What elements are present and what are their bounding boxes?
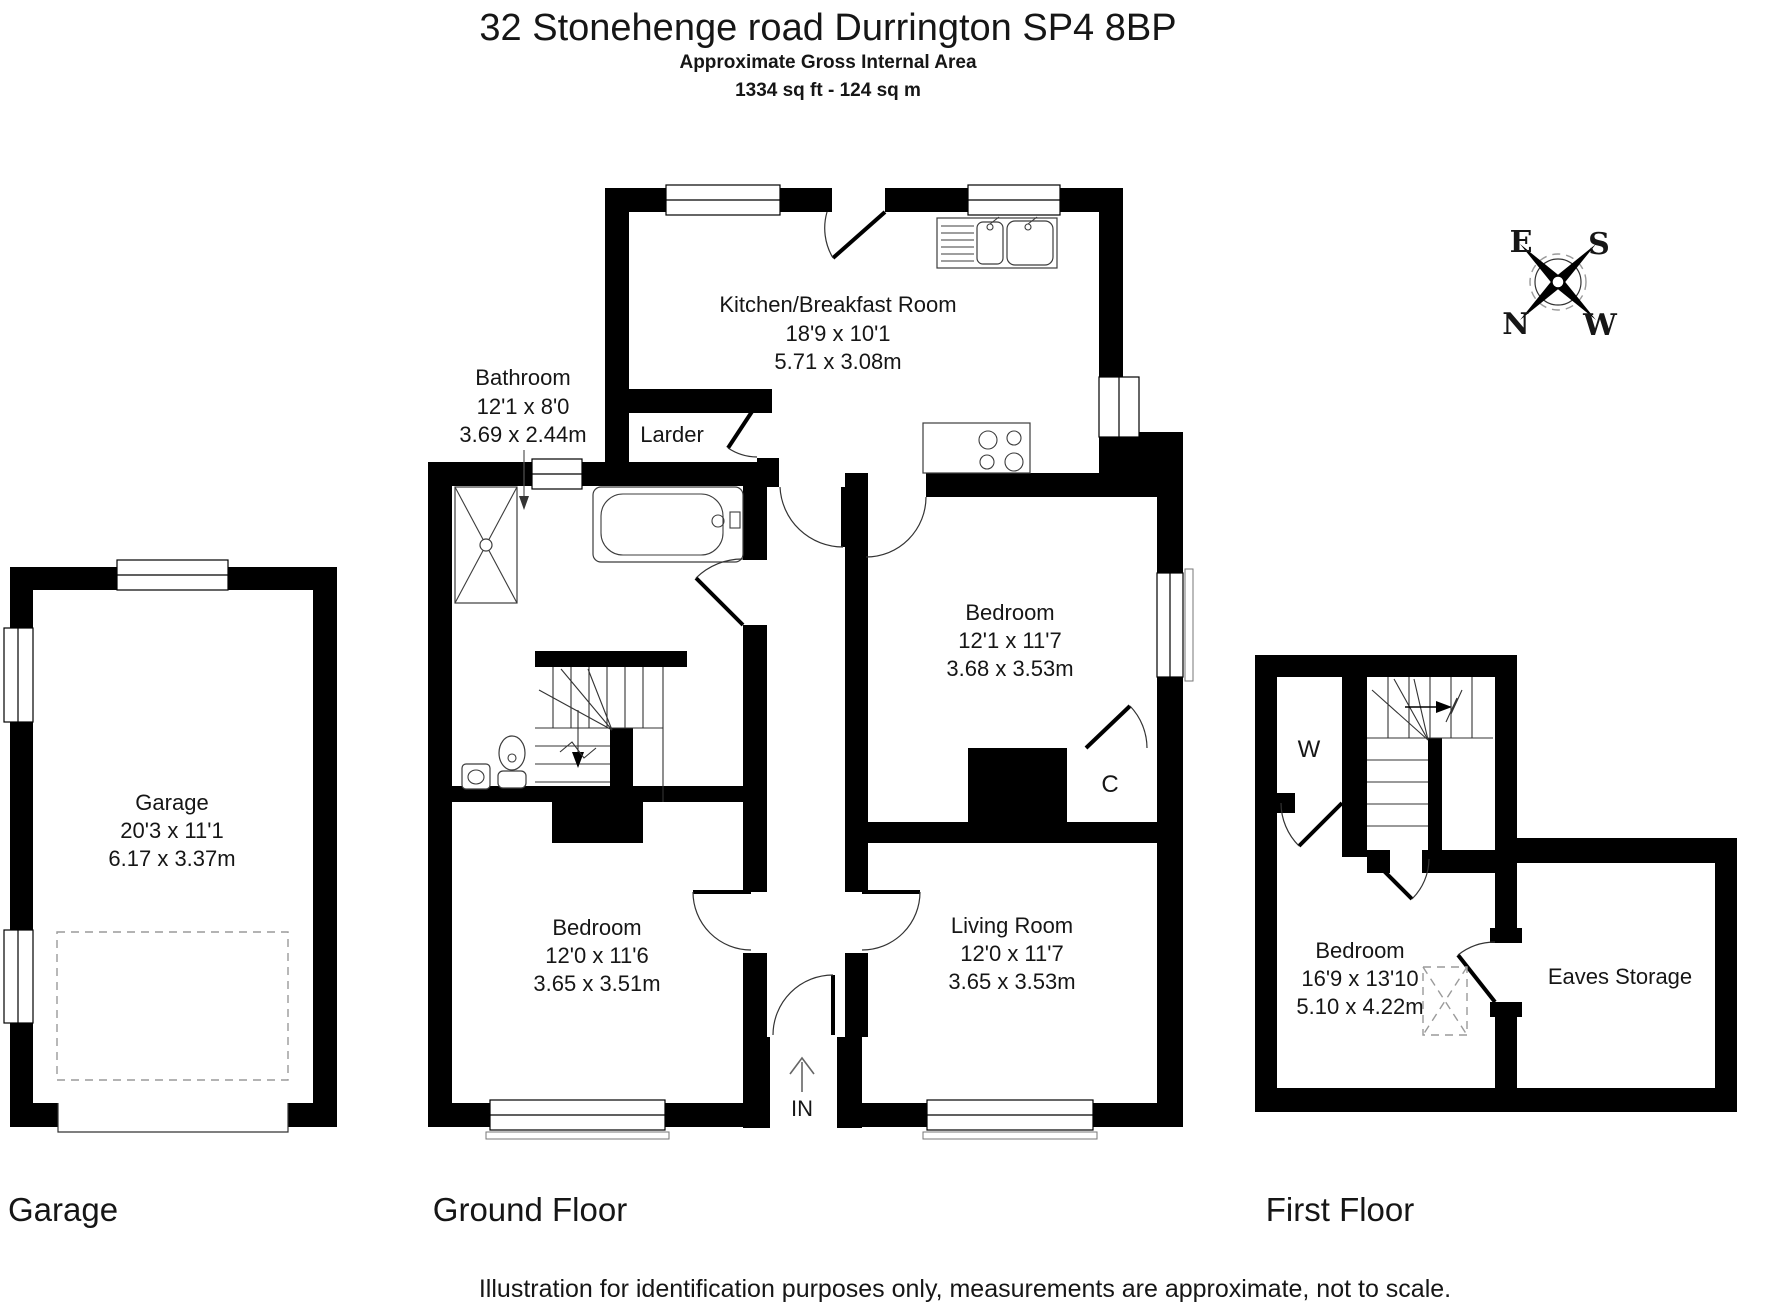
back-door	[824, 210, 887, 260]
bedroom-right-label: Bedroom	[965, 600, 1054, 625]
compass-north: N	[1502, 307, 1529, 342]
living-room-imperial: 12'0 x 11'7	[960, 941, 1063, 966]
compass-south: S	[1588, 227, 1610, 262]
kitchen-side-window	[1098, 376, 1140, 438]
living-room-metric: 3.65 x 3.53m	[948, 969, 1075, 994]
hob-icon	[922, 422, 1031, 474]
caption-ground-floor: Ground Floor	[433, 1191, 627, 1228]
bedroom-left-window	[485, 1099, 670, 1140]
bathroom-imperial: 12'1 x 8'0	[477, 394, 570, 419]
bathtub-icon	[592, 486, 744, 563]
eaves-door	[1456, 941, 1497, 1004]
caption-first-floor: First Floor	[1266, 1191, 1415, 1228]
bedroom-left-label: Bedroom	[552, 915, 641, 940]
parking-space-outline	[56, 931, 289, 1081]
ground-floor-plan: Kitchen/Breakfast Room 18'9 x 10'1 5.71 …	[428, 184, 1194, 1140]
kitchen-label: Kitchen/Breakfast Room	[719, 292, 956, 317]
bedroom-right-window	[1156, 568, 1194, 682]
kitchen-window-right	[967, 184, 1061, 216]
bathroom-metric: 3.69 x 2.44m	[459, 422, 586, 447]
page-title: 32 Stonehenge road Durrington SP4 8BP	[479, 7, 1176, 49]
kitchen-hall-door	[779, 486, 845, 548]
bathroom-window	[531, 458, 583, 490]
bedroom-right-imperial: 12'1 x 11'7	[958, 628, 1061, 653]
bedroom-right-door	[864, 496, 927, 558]
bedroom-left-door	[692, 890, 752, 951]
bedroom-right-metric: 3.68 x 3.53m	[946, 656, 1073, 681]
living-room-window	[922, 1099, 1098, 1140]
entrance-arrow-icon	[789, 1056, 815, 1092]
kitchen-imperial: 18'9 x 10'1	[785, 321, 890, 346]
bedroom-first-metric: 5.10 x 4.22m	[1296, 994, 1423, 1019]
area-subtitle: Approximate Gross Internal Area	[679, 52, 976, 73]
disclaimer-text: Illustration for identification purposes…	[479, 1275, 1451, 1303]
basin-icon	[461, 763, 491, 790]
footer: Illustration for identification purposes…	[479, 1275, 1451, 1303]
cupboard-label: C	[1101, 771, 1118, 798]
garage-room-label: Garage	[135, 790, 208, 815]
staircase-ground-icon	[535, 667, 664, 802]
compass-west: W	[1582, 308, 1618, 343]
eaves-storage-label: Eaves Storage	[1548, 964, 1692, 989]
bathroom-leader-arrow	[519, 450, 529, 510]
area-value: 1334 sq ft - 124 sq m	[735, 80, 921, 101]
shower-icon	[454, 486, 518, 604]
toilet-icon	[497, 735, 527, 789]
header: 32 Stonehenge road Durrington SP4 8BP Ap…	[479, 7, 1176, 101]
wardrobe-label: W	[1298, 736, 1321, 763]
bedroom-left-metric: 3.65 x 3.51m	[533, 971, 660, 996]
sink-unit-icon	[936, 216, 1058, 269]
front-door	[772, 974, 835, 1036]
garage-room-imperial: 20'3 x 11'1	[120, 818, 223, 843]
bathroom-door	[694, 558, 745, 627]
bedroom-left-imperial: 12'0 x 11'6	[545, 943, 648, 968]
kitchen-window-left	[665, 184, 781, 216]
staircase-first-icon	[1367, 677, 1493, 827]
garage-door-opening	[57, 1103, 289, 1133]
garage-room-metric: 6.17 x 3.37m	[108, 846, 235, 871]
entrance-label: IN	[791, 1096, 813, 1121]
larder-door	[726, 402, 759, 458]
wardrobe-door	[1280, 801, 1344, 848]
cupboard-door	[1084, 704, 1148, 750]
living-room-label: Living Room	[951, 913, 1073, 938]
chimney-outline	[1422, 966, 1468, 1036]
garage-window-left-lower	[3, 929, 34, 1024]
garage-window-left-upper	[3, 627, 34, 723]
larder-label: Larder	[640, 422, 704, 447]
caption-garage: Garage	[8, 1191, 118, 1228]
compass-icon: E S N W	[1502, 225, 1618, 343]
kitchen-metric: 5.71 x 3.08m	[774, 349, 901, 374]
garage-window-top	[116, 559, 229, 591]
stairs-bedroom-door	[1370, 857, 1430, 901]
bedroom-first-label: Bedroom	[1315, 938, 1404, 963]
bedroom-first-imperial: 16'9 x 13'10	[1301, 966, 1418, 991]
compass-east: E	[1510, 225, 1533, 260]
plan-captions: Garage Ground Floor First Floor	[8, 1191, 1414, 1228]
bathroom-label: Bathroom	[475, 365, 570, 390]
first-floor-plan: W Bedroom 16'9 x 13'10 5.10 x 4.22m Eave…	[1255, 655, 1737, 1112]
garage-plan: Garage 20'3 x 11'1 6.17 x 3.37m	[3, 559, 337, 1133]
living-room-door	[861, 890, 921, 951]
